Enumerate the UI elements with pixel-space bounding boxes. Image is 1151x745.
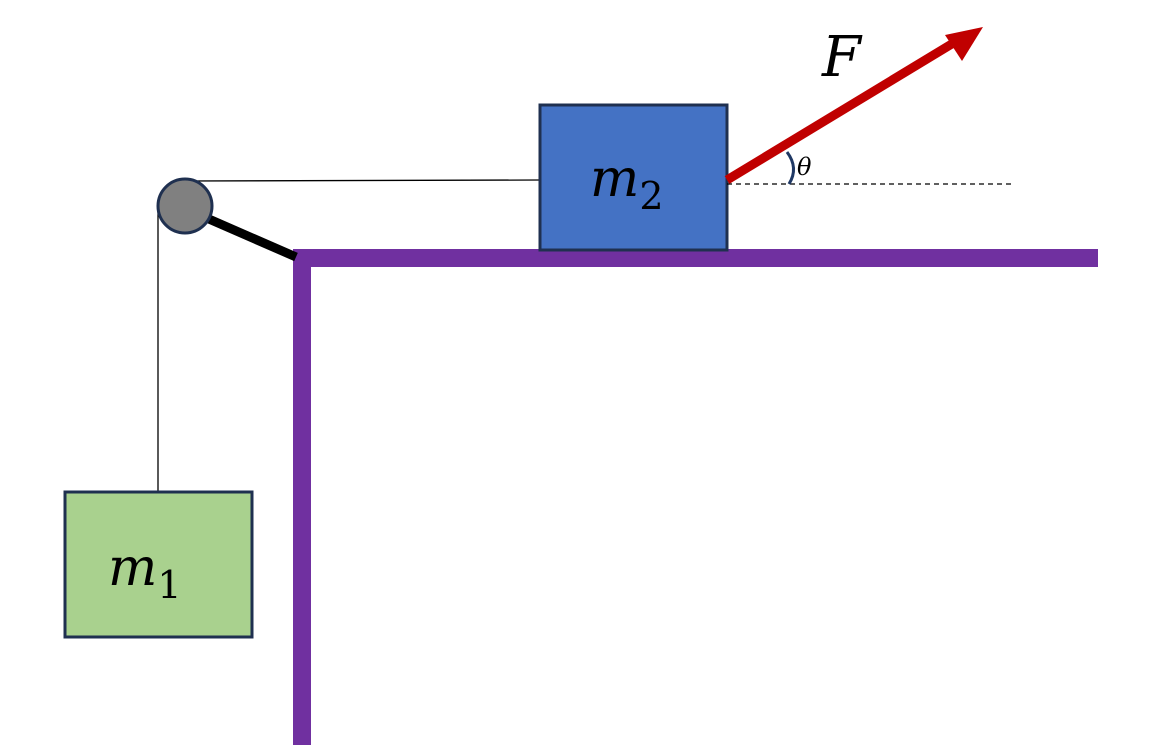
mass-1-label: m1 — [108, 538, 182, 607]
angle-arc — [785, 151, 795, 185]
mass-1-block: m1 — [63, 490, 254, 639]
table-surface — [293, 249, 1098, 745]
mass-2-block: m2 — [538, 103, 729, 252]
mass-2-label: m2 — [590, 149, 664, 218]
pulley-wheel — [156, 177, 214, 235]
rope-horizontal — [184, 179, 541, 182]
force-label: F — [821, 25, 863, 90]
force-arrow — [724, 37, 962, 184]
angle-label: θ — [797, 153, 812, 181]
force-arrowhead — [945, 27, 983, 61]
